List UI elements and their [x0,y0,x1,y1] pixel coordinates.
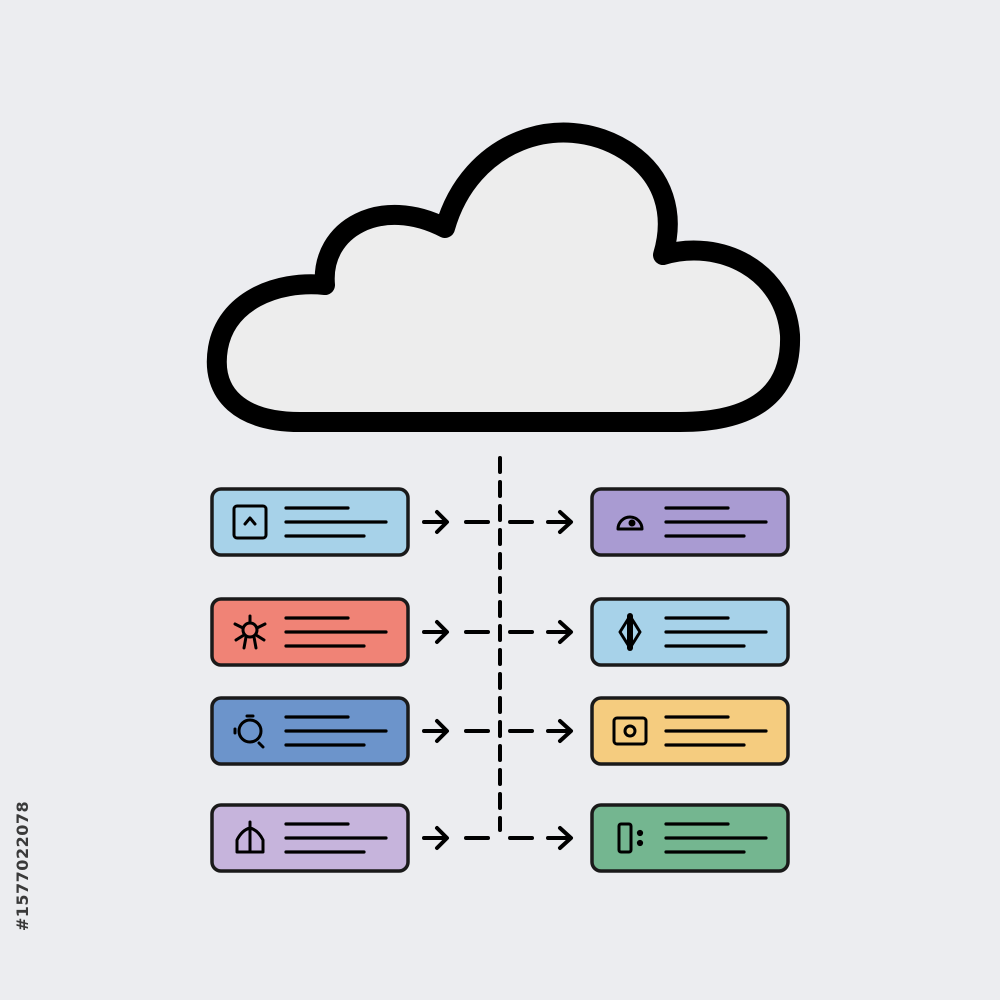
gear-icon [233,714,265,749]
server-icon [617,822,644,854]
card-left-3 [210,696,410,766]
card-right-2 [590,597,790,667]
arrow-right-icon [422,719,449,743]
card-left-2 [210,597,410,667]
card-right-3 [590,696,790,766]
text-lines-placeholder [664,616,768,648]
image-icon [232,504,268,540]
text-lines-placeholder [284,822,388,854]
connector-row-1 [422,510,573,534]
arrow-right-icon [546,826,573,850]
arrow-right-icon [422,826,449,850]
arrow-right-icon [422,620,449,644]
connector-row-4 [422,826,573,850]
text-lines-placeholder [664,506,768,538]
arrow-right-icon [546,719,573,743]
stock-id-watermark: #1577022078 [13,800,32,932]
text-lines-placeholder [284,506,388,538]
text-lines-placeholder [664,715,768,747]
text-lines-placeholder [284,715,388,747]
cloud-icon [206,122,801,432]
connector-row-3 [422,719,573,743]
diamond-icon [618,613,642,651]
gauge-icon [616,515,644,531]
connector-row-2 [422,620,573,644]
camera-icon [612,716,648,746]
card-right-1 [590,487,790,557]
arrow-right-icon [546,510,573,534]
arrow-right-icon [546,620,573,644]
arrow-right-icon [422,510,449,534]
card-left-1 [210,487,410,557]
card-right-4 [590,803,790,873]
text-lines-placeholder [284,616,388,648]
bug-icon [233,614,267,650]
tent-icon [235,820,265,854]
card-left-4 [210,803,410,873]
text-lines-placeholder [664,822,768,854]
